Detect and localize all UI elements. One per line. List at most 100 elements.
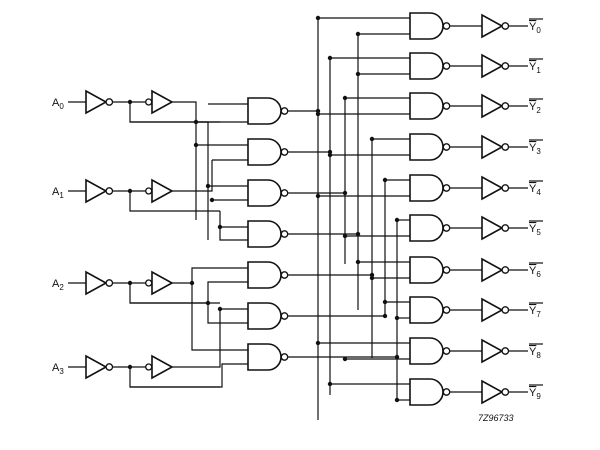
- nand-body: [247, 220, 282, 248]
- junction-dot: [382, 313, 388, 319]
- buffer-triangle: [151, 270, 174, 296]
- junction-dot: [127, 364, 133, 370]
- nand-body: [409, 133, 444, 161]
- label-subscript: 1: [536, 66, 541, 75]
- label-base: A: [52, 97, 60, 109]
- output-nand-9: [409, 378, 451, 406]
- inverted-branch: [129, 191, 220, 212]
- output-inverter-2: [481, 93, 510, 119]
- junction-dot: [315, 193, 321, 199]
- junction-dot: [209, 197, 215, 203]
- decode-nand-1: [247, 138, 289, 166]
- inversion-bubble: [442, 306, 451, 314]
- junction-dot: [394, 217, 400, 223]
- output-nand-3: [409, 133, 451, 161]
- nand-body: [409, 214, 444, 242]
- junction-dot: [355, 31, 361, 37]
- inversion-bubble: [280, 271, 289, 279]
- output-label-y8: Y8: [529, 346, 541, 360]
- input-buffer-1: [145, 178, 174, 204]
- output-nand-6: [409, 256, 451, 284]
- output-inverter-3: [481, 134, 510, 160]
- decode-nand-2: [247, 179, 289, 207]
- input-buffer-0: [145, 89, 174, 115]
- inversion-bubble: [145, 279, 153, 287]
- bus-a1-true: [172, 160, 213, 192]
- inverter-triangle: [85, 89, 108, 115]
- inverter-triangle: [481, 134, 504, 160]
- junction-dot: [394, 354, 400, 360]
- junction-dot: [315, 15, 321, 21]
- output-nand-1: [409, 52, 451, 80]
- label-subscript: 9: [536, 392, 541, 401]
- label-subscript: 3: [59, 367, 64, 376]
- nand-body: [409, 256, 444, 284]
- junction-dot: [315, 111, 321, 117]
- output-label-y7: Y7: [529, 305, 541, 319]
- inversion-bubble: [442, 224, 451, 232]
- output-nand-2: [409, 92, 451, 120]
- inversion-bubble: [280, 312, 289, 320]
- label-base: Y: [529, 305, 537, 317]
- junction-dot: [355, 231, 361, 237]
- bus-a2-comp-b: [207, 303, 248, 324]
- nand-body: [409, 174, 444, 202]
- decode-nand-4: [247, 261, 289, 289]
- label-subscript: 2: [59, 283, 64, 292]
- input-label-a2: A2: [52, 278, 64, 292]
- inverter-triangle: [481, 379, 504, 405]
- label-subscript: 8: [536, 351, 541, 360]
- inversion-bubble: [442, 266, 451, 274]
- inverter-triangle: [481, 297, 504, 323]
- input-inverter-2: [85, 270, 114, 296]
- label-subscript: 0: [59, 102, 64, 111]
- junction-dot: [382, 177, 388, 183]
- inverted-branch: [129, 283, 220, 304]
- decode-nand-3: [247, 220, 289, 248]
- inversion-bubble: [280, 148, 289, 156]
- inversion-bubble: [280, 107, 289, 115]
- label-base: Y: [529, 61, 537, 73]
- label-base: Y: [529, 223, 537, 235]
- label-subscript: 0: [536, 26, 541, 35]
- nand-body: [409, 337, 444, 365]
- nand-body: [409, 52, 444, 80]
- inverted-branch: [129, 367, 220, 388]
- label-base: Y: [529, 21, 537, 33]
- junction-dot: [382, 299, 388, 305]
- junction-dot: [327, 381, 333, 387]
- junction-dot: [342, 233, 348, 239]
- inverter-triangle: [481, 53, 504, 79]
- junction-dot: [355, 71, 361, 77]
- label-subscript: 2: [536, 106, 541, 115]
- label-subscript: 5: [536, 228, 541, 237]
- output-inverter-0: [481, 13, 510, 39]
- output-inverter-8: [481, 338, 510, 364]
- wire-network: [68, 17, 528, 420]
- input-buffer-3: [145, 354, 174, 380]
- output-inverter-6: [481, 257, 510, 283]
- label-base: A: [52, 186, 60, 198]
- junction-dot: [205, 183, 211, 189]
- label-base: Y: [529, 346, 537, 358]
- junction-dot: [127, 99, 133, 105]
- bus-a3-true: [172, 308, 248, 368]
- output-label-y3: Y3: [529, 142, 541, 156]
- output-inverter-9: [481, 379, 510, 405]
- output-inverter-7: [481, 297, 510, 323]
- inverter-triangle: [481, 257, 504, 283]
- output-label-y1: Y1: [529, 61, 541, 75]
- label-subscript: 4: [536, 188, 541, 197]
- buffer-triangle: [151, 354, 174, 380]
- inverter-triangle: [481, 93, 504, 119]
- junction-dot: [193, 142, 199, 148]
- buffer-triangle: [151, 178, 174, 204]
- junction-dot: [355, 259, 361, 265]
- bus-a1-comp: [219, 211, 248, 241]
- inversion-bubble: [105, 279, 114, 287]
- inverter-triangle: [481, 215, 504, 241]
- inversion-bubble: [501, 347, 510, 355]
- inversion-bubble: [501, 102, 510, 110]
- junction-dot: [369, 275, 375, 281]
